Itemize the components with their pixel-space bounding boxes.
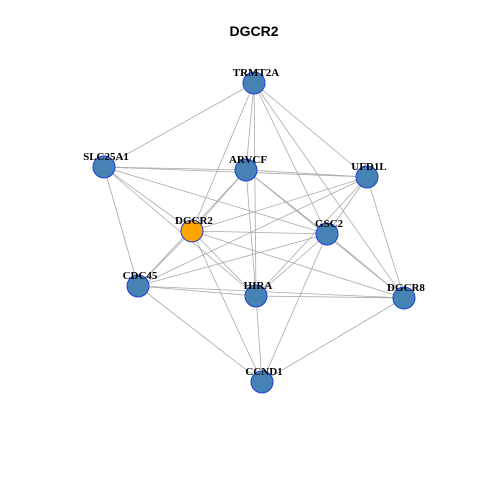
edge-ufd1l-dgcr2 bbox=[191, 176, 368, 232]
edge-ufd1l-dgcr8 bbox=[366, 176, 405, 299]
edge-dgcr8-ccnd1 bbox=[261, 297, 405, 383]
edge-dgcr2-ccnd1 bbox=[191, 230, 263, 383]
node-slc25a1[interactable] bbox=[92, 155, 116, 179]
edge-layer bbox=[103, 82, 405, 383]
edge-cdc45-dgcr8 bbox=[137, 285, 405, 299]
node-label-gsc2: GSC2 bbox=[315, 218, 344, 230]
edge-ufd1l-hira bbox=[255, 176, 368, 297]
edge-trmt2a-slc25a1 bbox=[103, 82, 255, 168]
edge-dgcr2-cdc45 bbox=[137, 230, 193, 287]
edge-cdc45-hira bbox=[137, 285, 257, 297]
edge-trmt2a-arvcf bbox=[245, 82, 255, 171]
edge-arvcf-ufd1l bbox=[245, 169, 368, 178]
node-label-dgcr2: DGCR2 bbox=[175, 215, 213, 227]
node-dgcr8[interactable] bbox=[392, 286, 416, 310]
edge-trmt2a-hira bbox=[253, 82, 257, 297]
node-cdc45[interactable] bbox=[126, 274, 150, 298]
edge-ufd1l-gsc2 bbox=[326, 176, 368, 235]
node-ufd1l[interactable] bbox=[355, 165, 379, 189]
node-label-ufd1l: UFD1L bbox=[351, 161, 386, 173]
edge-trmt2a-dgcr2 bbox=[191, 82, 255, 232]
edge-hira-ccnd1 bbox=[255, 295, 263, 383]
edge-slc25a1-cdc45 bbox=[103, 166, 139, 287]
edge-gsc2-ccnd1 bbox=[261, 233, 328, 383]
node-arvcf[interactable] bbox=[234, 158, 258, 182]
node-label-cdc45: CDC45 bbox=[123, 270, 158, 282]
node-label-trmt2a: TRMT2A bbox=[233, 67, 280, 79]
edge-slc25a1-dgcr2 bbox=[103, 166, 193, 232]
edge-arvcf-hira bbox=[245, 169, 257, 297]
node-label-arvcf: ARVCF bbox=[229, 154, 267, 166]
node-layer bbox=[92, 71, 416, 394]
node-gsc2[interactable] bbox=[315, 222, 339, 246]
node-hira[interactable] bbox=[244, 284, 268, 308]
graph-title: DGCR2 bbox=[229, 23, 278, 39]
edge-trmt2a-gsc2 bbox=[253, 82, 328, 235]
edge-cdc45-ccnd1 bbox=[137, 285, 263, 383]
edge-ufd1l-cdc45 bbox=[137, 176, 368, 287]
node-label-ccnd1: CCND1 bbox=[245, 366, 282, 378]
edge-dgcr2-dgcr8 bbox=[191, 230, 405, 299]
node-label-slc25a1: SLC25A1 bbox=[83, 151, 129, 163]
edge-dgcr2-hira bbox=[191, 230, 257, 297]
node-label-hira: HIRA bbox=[244, 280, 273, 292]
edge-gsc2-cdc45 bbox=[137, 233, 328, 287]
edge-slc25a1-hira bbox=[103, 166, 257, 297]
edge-hira-dgcr8 bbox=[255, 295, 405, 299]
edge-trmt2a-ufd1l bbox=[253, 82, 368, 178]
node-dgcr2[interactable] bbox=[180, 219, 204, 243]
edge-trmt2a-dgcr8 bbox=[253, 82, 405, 299]
edge-slc25a1-gsc2 bbox=[103, 166, 328, 235]
edge-dgcr2-gsc2 bbox=[191, 230, 328, 235]
edge-gsc2-hira bbox=[255, 233, 328, 297]
node-ccnd1[interactable] bbox=[250, 370, 274, 394]
node-label-dgcr8: DGCR8 bbox=[387, 282, 425, 294]
label-layer: TRMT2A SLC25A1 ARVCF UFD1L DGCR2 GSC2CDC45HIR… bbox=[83, 67, 425, 378]
node-trmt2a[interactable] bbox=[242, 71, 266, 95]
edge-gsc2-dgcr8 bbox=[326, 233, 405, 299]
